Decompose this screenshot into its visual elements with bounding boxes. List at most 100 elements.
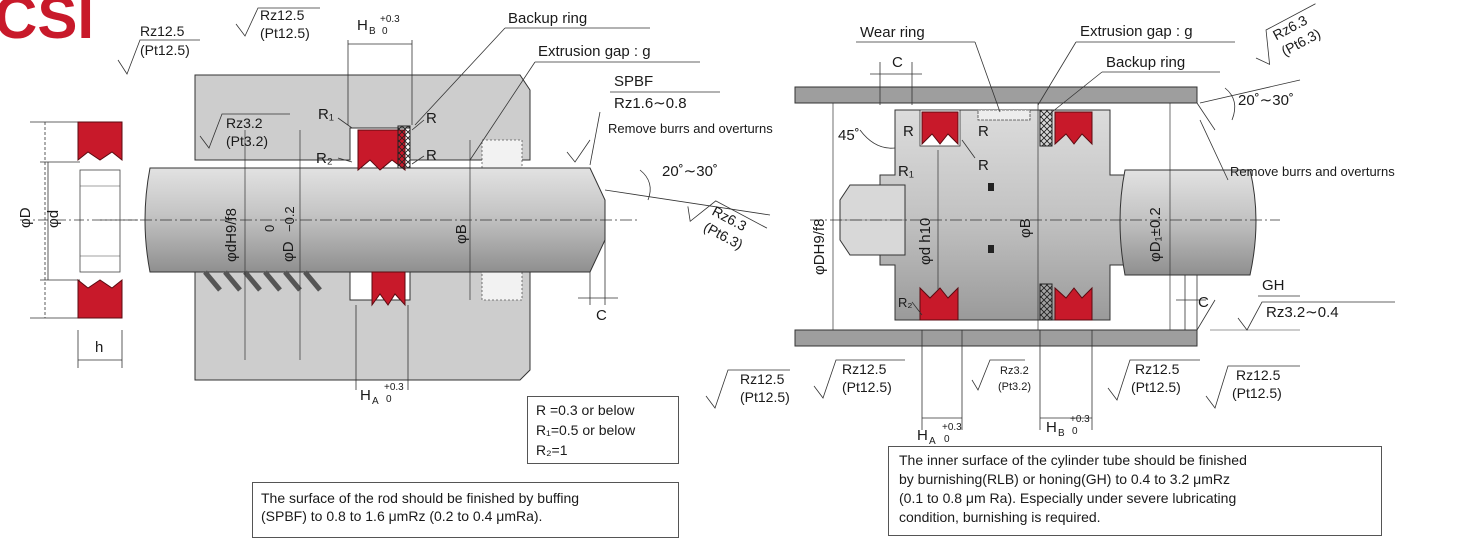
svg-text:(Pt12.5): (Pt12.5) (1131, 379, 1181, 395)
piston-roughness-2: Rz12.5 (Pt12.5) (705, 369, 790, 409)
svg-text:+0.3: +0.3 (942, 422, 962, 433)
svg-text:0: 0 (382, 26, 388, 37)
svg-text:Rz12.5: Rz12.5 (140, 23, 185, 39)
piston-roughness-6: Rz12.5 (Pt12.5) (1205, 365, 1300, 409)
piston-c-label-bottom: C (1198, 294, 1209, 311)
rod-r-label-upper: R (426, 110, 437, 127)
piston-r1-label: R₁ (898, 163, 914, 180)
svg-text:0: 0 (262, 225, 277, 232)
svg-text:H: H (360, 387, 371, 404)
piston-backup-ring (1039, 109, 1053, 147)
rod-phi-d-fit-label: φdH9/f8 (223, 208, 240, 262)
phi-D-label: φD (17, 207, 34, 228)
svg-text:(Pt12.5): (Pt12.5) (260, 25, 310, 41)
rod-ha-dimension: H A +0.3 0 (360, 382, 404, 407)
piston-r2-label: R₂ (898, 295, 912, 310)
piston-extrusion-gap-label: Extrusion gap : g (1080, 23, 1193, 40)
piston-roughness-5: Rz12.5 (Pt12.5) (1107, 359, 1200, 401)
gh-label: GH (1262, 277, 1285, 294)
svg-text:(Pt12.5): (Pt12.5) (1232, 385, 1282, 401)
rod-r1-label: R₁ (318, 106, 334, 123)
piston-wear-ring (977, 109, 1031, 121)
gh-rz-label: Rz3.2∼0.4 (1266, 304, 1339, 321)
svg-text:0: 0 (944, 434, 950, 445)
rod-phi-D-tolerance-label: φD 0 −0.2 (262, 206, 297, 262)
rod-r2-label: R₂ (316, 150, 333, 167)
piston-assembly: φDH9/f8 φd h10 φB φD₁±0.2 Wear ring Extr… (705, 3, 1395, 447)
svg-text:A: A (929, 436, 936, 447)
rod-hb-dimension: H B +0.3 0 (357, 14, 400, 37)
cylinder-tube-upper (794, 86, 1198, 104)
svg-text:+0.3: +0.3 (384, 382, 404, 393)
piston-roughness-1: Rz6.3 (Pt6.3) (1255, 3, 1323, 66)
svg-text:Rz12.5: Rz12.5 (1236, 367, 1281, 383)
svg-text:H: H (357, 17, 368, 34)
piston-hb-dimension: H B +0.3 0 (1046, 414, 1090, 439)
radius-r2-line: R₂=1 (536, 442, 568, 458)
piston-seal-lower-left (919, 286, 959, 321)
rod-extrusion-gap-label: Extrusion gap : g (538, 43, 651, 60)
phi-d-label: φd (45, 210, 62, 228)
svg-text:Rz3.2: Rz3.2 (226, 115, 263, 131)
svg-text:+0.3: +0.3 (1070, 414, 1090, 425)
piston-chamfer-angle-label: 20˚∼30˚ (1238, 92, 1294, 109)
rod-roughness-4: Rz6.3 (Pt6.3) (687, 200, 768, 252)
rod-surface-note: The surface of the rod should be finishe… (252, 482, 679, 538)
svg-text:−0.2: −0.2 (282, 206, 297, 232)
svg-text:Rz12.5: Rz12.5 (842, 361, 887, 377)
svg-text:(Pt12.5): (Pt12.5) (842, 379, 892, 395)
svg-text:0: 0 (1072, 426, 1078, 437)
piston-seal-lower-right (1054, 286, 1093, 321)
rod-seal-lower (371, 271, 406, 307)
rod-phi-B-label: φB (453, 224, 470, 244)
piston-seal-upper-right (1054, 111, 1093, 146)
rod-roughness-2: Rz12.5 (Pt12.5) (235, 7, 320, 41)
piston-phi-B-label: φB (1017, 218, 1034, 238)
svg-text:(Pt12.5): (Pt12.5) (140, 42, 190, 58)
rod-assembly: φdH9/f8 φD 0 −0.2 φB H B +0.3 0 H A +0.3… (100, 7, 773, 407)
svg-text:Rz12.5: Rz12.5 (1135, 361, 1180, 377)
rod-c-label: C (596, 307, 607, 324)
rod-backup-ring (397, 125, 411, 169)
svg-text:(Pt12.5): (Pt12.5) (740, 389, 790, 405)
piston-phi-d-h10-label: φd h10 (917, 218, 934, 265)
piston-r-label-2: R (978, 123, 989, 140)
rod-r-label-lower: R (426, 147, 437, 164)
svg-text:+0.3: +0.3 (380, 14, 400, 25)
brand-logo: CSI (0, 0, 94, 51)
svg-text:A: A (372, 396, 379, 407)
rod-chamfer-angle-label: 20˚∼30˚ (662, 163, 718, 180)
piston-roughness-3: Rz12.5 (Pt12.5) (813, 359, 905, 399)
svg-text:H: H (1046, 419, 1057, 436)
radii-note-box: R =0.3 or below R₁=0.5 or below R₂=1 (527, 396, 679, 464)
piston-backup-ring-label: Backup ring (1106, 54, 1185, 71)
piston-r-label-1: R (903, 123, 914, 140)
piston-c-label-top: C (892, 54, 903, 71)
rod-remove-burrs-label: Remove burrs and overturns (608, 121, 773, 136)
svg-text:(Pt3.2): (Pt3.2) (998, 381, 1031, 393)
h-label: h (95, 339, 103, 356)
svg-text:B: B (369, 26, 376, 37)
rod-backup-ring-label: Backup ring (508, 10, 587, 27)
svg-text:Rz3.2: Rz3.2 (1000, 365, 1029, 377)
piston-remove-burrs-label: Remove burrs and overturns (1230, 164, 1395, 179)
svg-text:(Pt3.2): (Pt3.2) (226, 133, 268, 149)
piston-45-deg-label: 45˚ (838, 127, 860, 144)
cylinder-tube-note: The inner surface of the cylinder tube s… (888, 446, 1382, 536)
rod-roughness-1: Rz12.5 (Pt12.5) (117, 23, 200, 75)
rod-thread (203, 270, 322, 292)
piston-roughness-4: Rz3.2 (Pt3.2) (971, 359, 1031, 393)
radius-r-line: R =0.3 or below (536, 402, 635, 418)
cylinder-tube-lower (794, 329, 1198, 347)
svg-text:Rz12.5: Rz12.5 (260, 7, 305, 23)
spbf-label: SPBF (614, 73, 653, 90)
svg-text:CSI: CSI (0, 0, 94, 51)
wear-ring-label: Wear ring (860, 24, 925, 41)
svg-text:0: 0 (386, 394, 392, 405)
piston-phi-D-fit-label: φDH9/f8 (811, 219, 828, 275)
piston-seal-upper-left (921, 111, 959, 146)
piston-ha-dimension: H A +0.3 0 (917, 422, 962, 447)
rod-roughness-3: Rz3.2 (Pt3.2) (199, 113, 290, 149)
spbf-rz-label: Rz1.6∼0.8 (614, 95, 687, 112)
